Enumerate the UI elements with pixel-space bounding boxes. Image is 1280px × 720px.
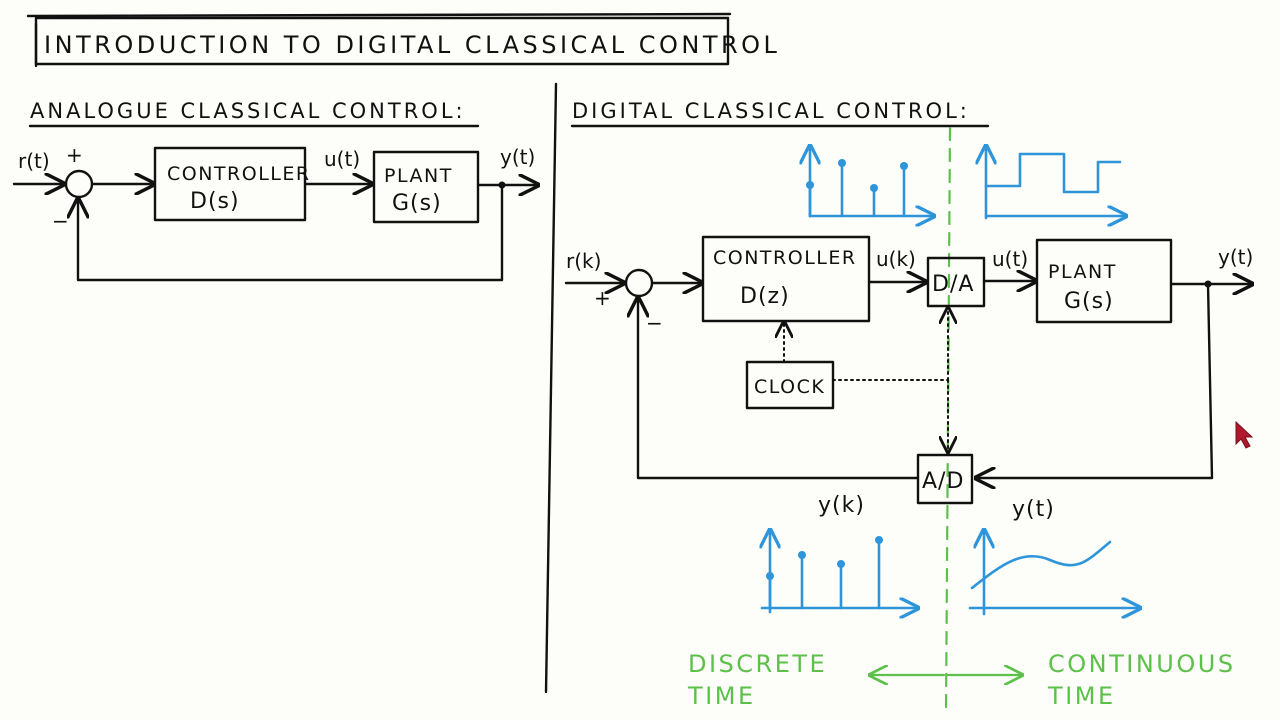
continuous-output-label: y(t)	[1012, 497, 1055, 522]
title-box: INTRODUCTION TO DIGITAL CLASSICAL CONTRO…	[26, 12, 780, 68]
analogue-section: ANALOGUE CLASSICAL CONTROL: r(t) + − CON…	[12, 99, 538, 282]
analogue-minus-sign: −	[52, 209, 69, 233]
analogue-plus-sign: +	[66, 143, 83, 167]
digital-minus-sign: −	[646, 311, 663, 335]
adc-label: A/D	[922, 469, 964, 494]
analogue-controller-tf: D(s)	[190, 189, 240, 214]
continuous-feedback-path	[976, 282, 1214, 478]
analogue-summing-junction	[64, 169, 94, 199]
discrete-continuous-boundary	[944, 126, 952, 714]
zoh-signal-sketch-top	[986, 146, 1126, 218]
digital-plus-sign: +	[594, 286, 611, 310]
discrete-signal-sketch-top	[806, 146, 934, 216]
continuous-output-sketch	[968, 530, 1140, 614]
digital-summing-junction	[624, 268, 654, 298]
mouse-pointer-icon	[1235, 420, 1254, 449]
digital-controller-label: CONTROLLER	[713, 247, 857, 269]
digital-controller-tf: D(z)	[740, 284, 790, 309]
continuous-control-signal-label: u(t)	[992, 247, 1028, 271]
digital-plant-label: PLANT	[1048, 261, 1117, 283]
analogue-output-signal-label: y(t)	[500, 145, 535, 169]
analogue-heading: ANALOGUE CLASSICAL CONTROL:	[30, 99, 466, 123]
analogue-plant-label: PLANT	[384, 165, 453, 187]
sampled-output-label: y(k)	[818, 493, 865, 518]
section-divider	[544, 82, 558, 694]
digital-plant-tf: G(s)	[1064, 289, 1114, 314]
continuous-time-label-line1: CONTINUOUS	[1048, 650, 1236, 678]
discrete-control-signal-label: u(k)	[876, 247, 916, 271]
digital-heading: DIGITAL CLASSICAL CONTROL:	[572, 99, 970, 123]
analogue-controller-label: CONTROLLER	[167, 163, 311, 185]
discrete-feedback-path	[638, 298, 920, 480]
digital-ref-signal-label: r(k)	[566, 249, 601, 273]
analogue-ref-signal-label: r(t)	[18, 149, 50, 173]
clock-label: CLOCK	[754, 376, 825, 398]
continuous-time-label-line2: TIME	[1047, 682, 1116, 710]
analogue-plant-tf: G(s)	[392, 191, 442, 216]
page-title: INTRODUCTION TO DIGITAL CLASSICAL CONTRO…	[44, 31, 780, 59]
digital-section: DIGITAL CLASSICAL CONTROL: r(k) + − CONT…	[564, 99, 1253, 714]
dac-label: D/A	[932, 272, 974, 297]
discrete-time-label-line2: TIME	[687, 682, 756, 710]
analogue-plant-block	[372, 150, 480, 224]
sampled-output-sketch	[762, 530, 918, 612]
digital-plant-block	[1035, 238, 1173, 324]
digital-output-signal-label: y(t)	[1218, 245, 1253, 269]
analogue-control-signal-label: u(t)	[324, 147, 360, 171]
analogue-feedback-path	[78, 183, 504, 282]
discrete-time-label-line1: DISCRETE	[688, 650, 827, 678]
clock-block	[745, 360, 835, 410]
